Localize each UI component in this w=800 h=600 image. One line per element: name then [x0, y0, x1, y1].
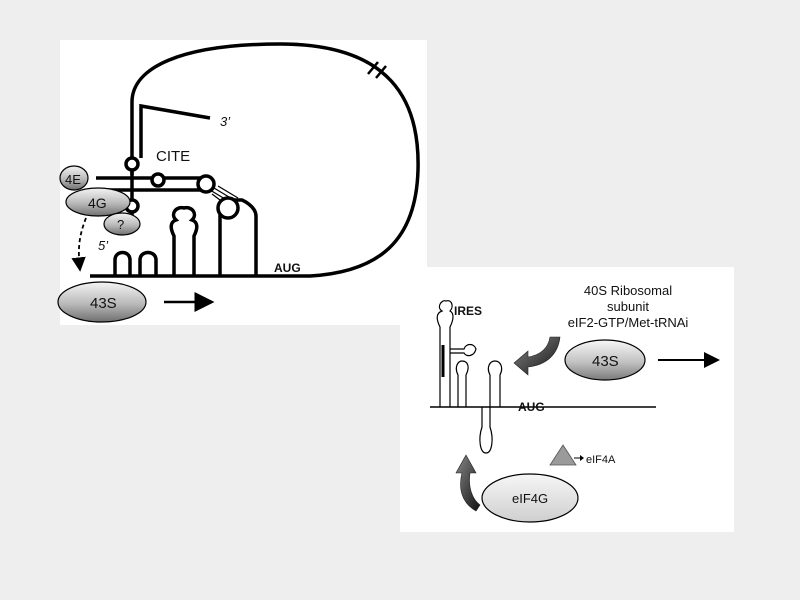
eif4g-label-b: eIF4G: [512, 491, 548, 506]
ires-element: [436, 300, 503, 454]
ires-diagram: IRES AUG 40S Ribosomal subunit eIF2-GTP/…: [430, 283, 720, 523]
cite-diagram-panel: 3’ CITE 5’ AUG: [57, 40, 427, 325]
recruitment-arrow: [71, 217, 87, 272]
break-mark: [367, 61, 387, 79]
aug-label-b: AUG: [518, 400, 545, 414]
mrna-loop: [130, 42, 420, 278]
five-prime-label: 5’: [98, 238, 109, 253]
ribosome-desc-line1: 40S Ribosomal: [584, 283, 672, 298]
aug-label-a: AUG: [274, 261, 301, 275]
eif4a-label: eIF4A: [586, 454, 616, 466]
ires-diagram-panel: IRES AUG 40S Ribosomal subunit eIF2-GTP/…: [400, 267, 734, 532]
eif4e-label: 4E: [65, 172, 81, 187]
eif4e-factor: [59, 165, 89, 191]
ires-label: IRES: [454, 304, 482, 318]
cite-diagram: 3’ CITE 5’ AUG: [57, 42, 420, 323]
unknown-factor: [103, 212, 141, 236]
cite-element: [96, 156, 216, 218]
cite-label: CITE: [156, 148, 190, 165]
eif4g-recruitment-arrow: [455, 454, 481, 512]
three-prime-label: 3’: [220, 114, 231, 129]
ribosome-43s-b-label: 43S: [592, 353, 619, 370]
ribosome-desc-line3: eIF2-GTP/Met-tRNAi: [568, 315, 689, 330]
ribosome-desc-line2: subunit: [607, 299, 649, 314]
eif4g-factor-b: [481, 473, 579, 523]
eif4g-factor: [65, 187, 131, 217]
ribosome-43s-b: [564, 339, 646, 381]
eif4a-factor: [549, 444, 577, 466]
three-prime-tail: [139, 103, 211, 158]
unknown-factor-label: ?: [117, 217, 124, 232]
ribosome-43s-label: 43S: [90, 295, 117, 312]
eif4a-pointer-head: [580, 455, 584, 461]
ribosome-recruitment-arrow: [513, 336, 561, 376]
eif4g-label: 4G: [88, 195, 107, 211]
ribosome-43s: [57, 281, 147, 323]
hairpin-loop: [216, 196, 240, 220]
